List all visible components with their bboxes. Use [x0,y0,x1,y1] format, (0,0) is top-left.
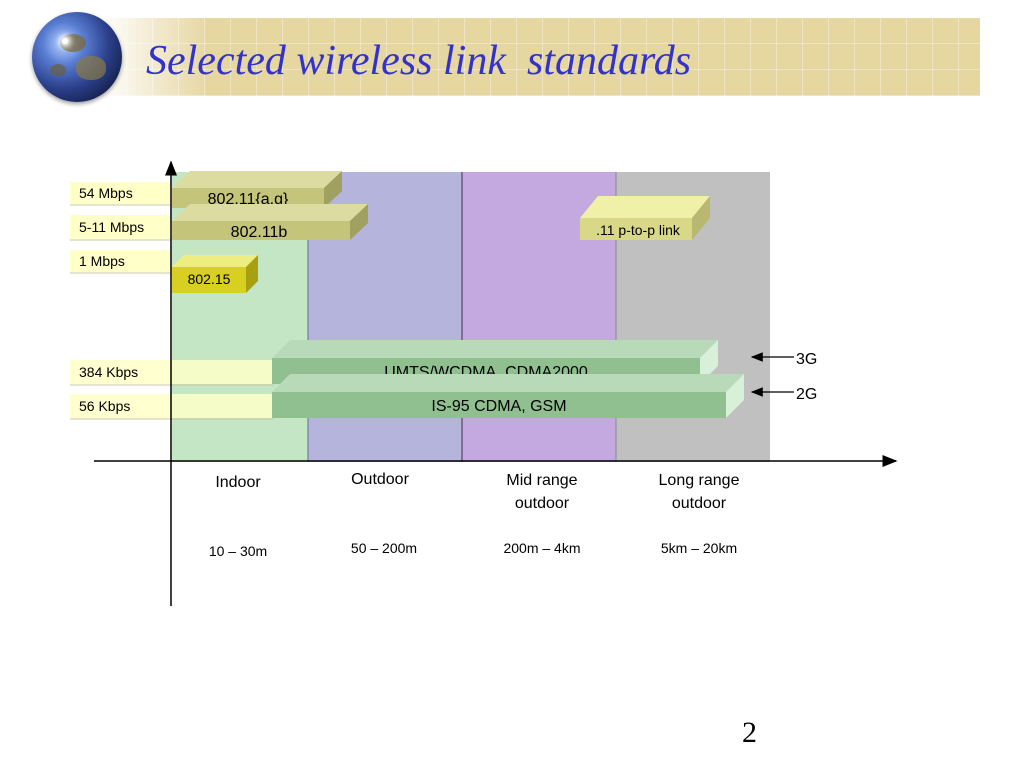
page-number: 2 [742,716,757,749]
rate-label: 384 Kbps [79,364,138,380]
rate-label: 5-11 Mbps [79,219,144,235]
rate-54mbps: 54 Mbps [70,182,170,206]
range-name: Mid range outdoor [506,472,577,512]
slide-title: Selected wireless link standards [146,38,692,84]
standard-label: .11 p-to-p link [596,222,681,238]
range-outdoor: Outdoor 50 – 200m [351,471,417,556]
standard-label: 802.11b [231,224,288,241]
range-name-line: outdoor [515,495,570,512]
range-longrange: Long range outdoor 5km – 20km [659,472,740,556]
arrow-2g: 2G [750,386,817,403]
rate-1mbps: 1 Mbps [70,250,170,274]
range-name: Outdoor [351,471,409,488]
bar-gsm: IS-95 CDMA, GSM [272,374,744,418]
arrow-3g: 3G [750,351,817,368]
standard-label: 802.15 [188,271,231,287]
range-name-line: Mid range [506,472,577,489]
rate-56kbps: 56 Kbps [70,394,274,420]
range-distance: 10 – 30m [209,543,267,559]
range-name: Long range outdoor [659,472,740,512]
rate-label: 54 Mbps [79,185,133,201]
generation-label: 2G [796,386,817,403]
range-distance: 200m – 4km [503,540,580,556]
bar-p2p-link: .11 p-to-p link [580,196,710,240]
range-name-line: outdoor [672,495,727,512]
range-indoor: Indoor 10 – 30m [209,474,267,559]
rate-label: 1 Mbps [79,253,125,269]
bar-802-11ag: 802.11{a,g} [172,171,342,208]
range-midrange: Mid range outdoor 200m – 4km [503,472,580,556]
range-distance: 5km – 20km [661,540,737,556]
bar-802-11b: 802.11b [172,204,368,241]
rate-5-11mbps: 5-11 Mbps [70,215,170,241]
range-distance: 50 – 200m [351,540,417,556]
generation-label: 3G [796,351,817,368]
rate-label: 56 Kbps [79,398,130,414]
rate-384kbps: 384 Kbps [70,360,274,386]
header-band [100,18,980,96]
standard-label: 802.11{a,g} [208,191,289,208]
globe-icon [32,12,122,102]
bar-802-15: 802.15 [172,255,258,293]
standard-label: IS-95 CDMA, GSM [431,398,566,415]
range-name-line: Long range [659,472,740,489]
range-name: Indoor [215,474,261,491]
